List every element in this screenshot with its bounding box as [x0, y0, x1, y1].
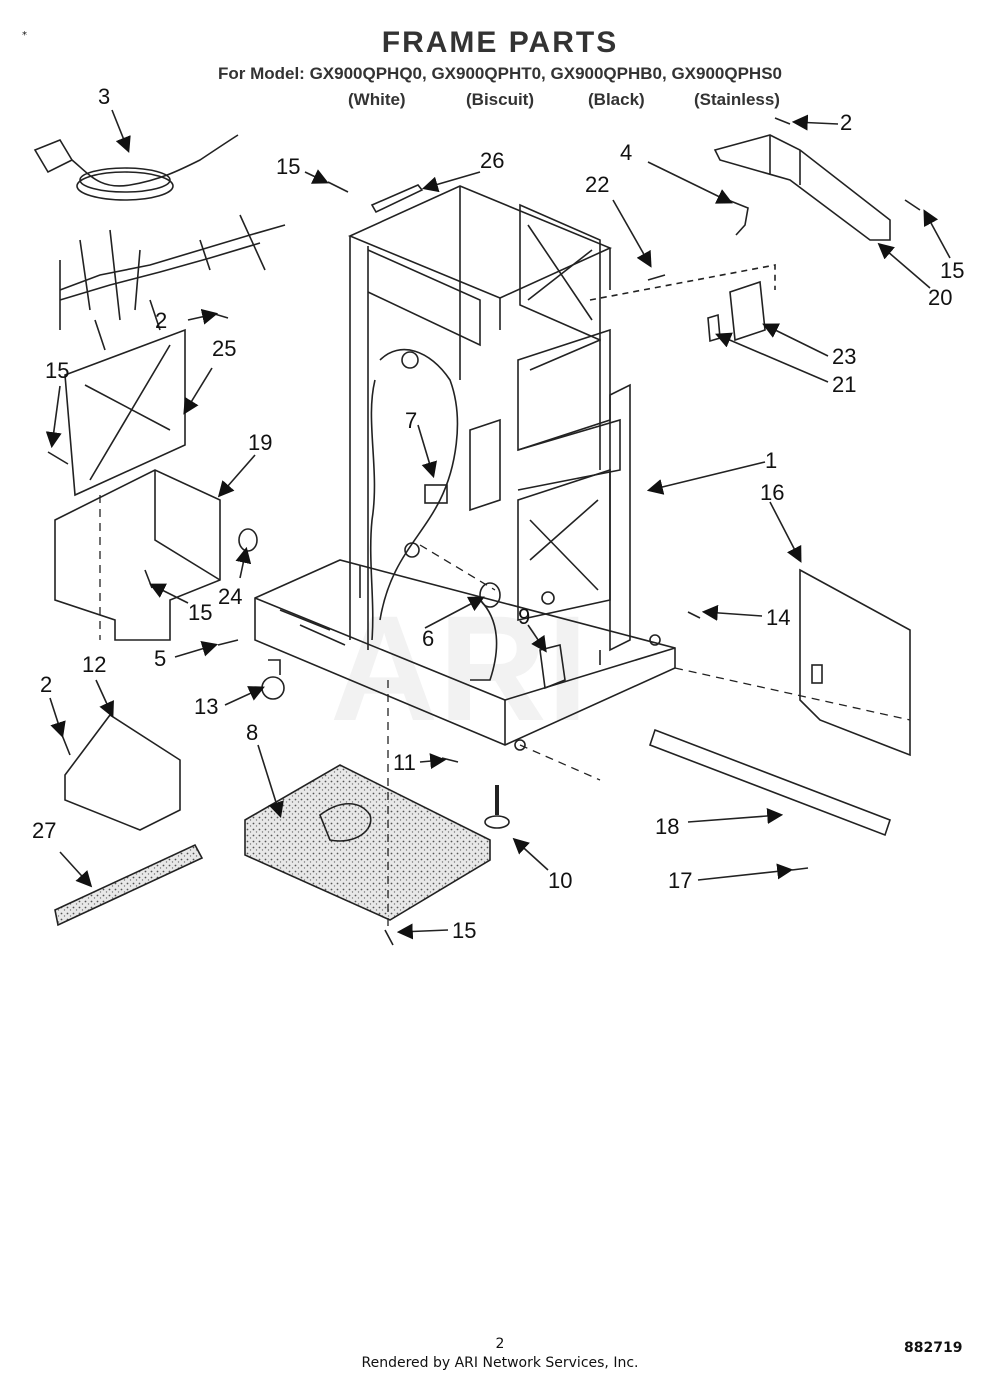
drawing-id: 882719	[904, 1340, 963, 1356]
callout-label: 1	[765, 448, 777, 473]
callout-label: 6	[422, 626, 434, 651]
callout-label: 16	[760, 480, 784, 505]
page-title: FRAME PARTS	[381, 26, 619, 59]
callout-label: 15	[452, 918, 476, 943]
callout-label: 4	[620, 140, 632, 165]
wire-harness	[33, 134, 286, 351]
callout-label: 15	[940, 258, 964, 283]
rear-panel	[799, 568, 911, 757]
callout-label: 27	[32, 818, 56, 843]
callout-label: 3	[98, 84, 110, 109]
callout-label: 9	[518, 604, 530, 629]
color-black: (Black)	[588, 90, 645, 109]
switch-plate	[707, 313, 721, 343]
callout-label: 24	[218, 584, 242, 609]
callout-label: 20	[928, 285, 952, 310]
top-strip	[370, 184, 424, 214]
callout-label: 19	[248, 430, 272, 455]
clip-part	[727, 199, 749, 236]
callout-label: 22	[585, 172, 609, 197]
callout-label: 15	[276, 154, 300, 179]
callout-label: 2	[840, 110, 852, 135]
callout-label: 25	[212, 336, 236, 361]
page-number: 2	[495, 1336, 505, 1352]
callout-label: 21	[832, 372, 856, 397]
color-white: (White)	[348, 90, 406, 109]
callout-label: 18	[655, 814, 679, 839]
callout-label: 14	[766, 605, 790, 630]
callout-label: 2	[40, 672, 52, 697]
callout-label: 5	[154, 646, 166, 671]
mounting-bracket	[713, 134, 891, 241]
callout-label: 7	[405, 408, 417, 433]
callout-label: 11	[393, 750, 416, 775]
model-list: For Model: GX900QPHQ0, GX900QPHT0, GX900…	[217, 64, 783, 83]
callout-label: 23	[832, 344, 856, 369]
callout-label: 15	[188, 600, 212, 625]
grommet	[238, 528, 258, 552]
callout-label: 8	[246, 720, 258, 745]
cabinet-frame	[254, 185, 676, 751]
callout-label: 10	[548, 868, 572, 893]
base-rail	[648, 728, 892, 837]
callout-labels: 3 15 26 4 2 22 15 20 2 23 21 15 25 7 19 …	[32, 84, 964, 943]
side-panel	[64, 328, 186, 497]
foam-strip	[54, 843, 204, 927]
heat-shield	[54, 469, 221, 641]
callout-label: 2	[155, 308, 167, 333]
rendered-by-note: Rendered by ARI Network Services, Inc.	[361, 1355, 639, 1371]
callout-label: 26	[480, 148, 504, 173]
color-biscuit: (Biscuit)	[466, 90, 534, 109]
callout-label: 12	[82, 652, 106, 677]
access-cover	[64, 713, 181, 831]
switch-bracket	[729, 280, 766, 342]
corner-mark: *	[22, 30, 27, 41]
base-pan	[244, 764, 491, 921]
callout-label: 13	[194, 694, 218, 719]
color-stainless: (Stainless)	[694, 90, 780, 109]
callout-label: 15	[45, 358, 69, 383]
callout-label: 17	[668, 868, 692, 893]
